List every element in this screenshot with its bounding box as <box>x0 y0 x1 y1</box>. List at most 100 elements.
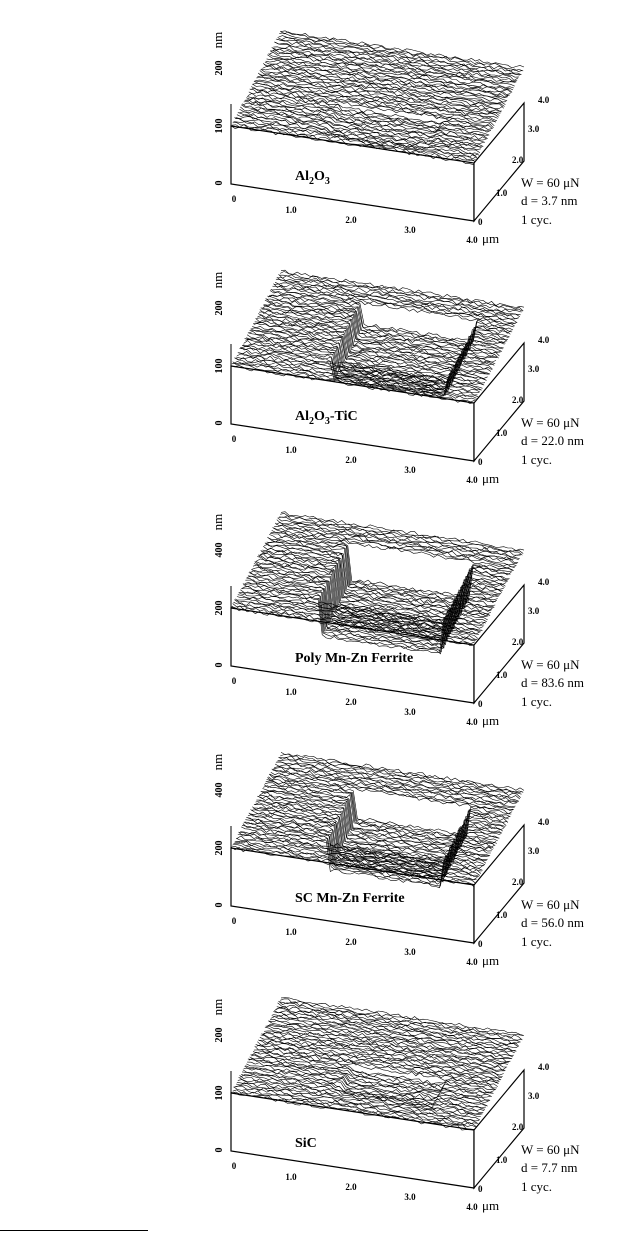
scanline <box>267 1025 511 1063</box>
scanline <box>264 1026 508 1065</box>
scanline <box>274 766 518 803</box>
x-tick-label: 2.0 <box>345 215 357 225</box>
scanline <box>280 753 524 793</box>
x-axis-unit: μm <box>482 1198 499 1213</box>
material-label-part: -TiC <box>330 409 358 424</box>
surface-scanlines <box>230 751 525 889</box>
x-tick-label: 2.0 <box>345 455 357 465</box>
scanline <box>258 311 503 365</box>
scanline <box>269 290 514 345</box>
scanline <box>232 603 476 641</box>
y-tick-label: 0 <box>478 217 483 227</box>
scanline <box>257 1039 502 1081</box>
x-tick-label: 1.0 <box>285 1172 297 1182</box>
scanline <box>257 554 502 621</box>
parameters: W = 60 μNd = 83.6 nm1 cyc. <box>521 657 584 709</box>
material-label: SC Mn-Zn Ferrite <box>295 891 405 906</box>
scanline <box>276 277 520 318</box>
scanline <box>251 569 495 635</box>
scanline <box>233 120 477 160</box>
scanline <box>264 302 508 356</box>
scanline <box>257 795 502 855</box>
scanline <box>232 844 476 884</box>
right-face <box>473 1068 525 1190</box>
scanline <box>272 769 516 808</box>
scanline <box>279 274 523 312</box>
z-tick-label: 400 <box>214 783 225 798</box>
x-tick-label: 4.0 <box>466 1202 478 1212</box>
y-tick-label: 4.0 <box>538 335 550 345</box>
scanline <box>271 1015 515 1054</box>
scanline <box>264 1030 508 1068</box>
scanline <box>259 1037 503 1077</box>
scanline <box>280 512 524 554</box>
scanline <box>270 772 514 811</box>
scanline <box>266 779 510 840</box>
scanline <box>268 537 512 604</box>
y-tick-label: 1.0 <box>496 188 508 198</box>
scanline <box>265 59 509 98</box>
y-tick-label: 1.0 <box>496 910 508 920</box>
scanline <box>247 575 492 642</box>
load-value: W = 60 μN <box>521 415 580 430</box>
scanline <box>278 274 522 313</box>
scanline <box>272 1013 516 1052</box>
scanline <box>255 561 499 629</box>
z-tick-label: 100 <box>214 1086 225 1101</box>
scanline <box>280 30 525 69</box>
z-tick-label: 200 <box>214 301 225 316</box>
scanline <box>252 564 497 633</box>
scanline <box>253 322 497 374</box>
scanline <box>250 1054 494 1094</box>
scanline <box>263 63 507 103</box>
scanline <box>280 269 525 308</box>
scanline <box>258 1039 503 1079</box>
scanline <box>231 1091 475 1130</box>
cycles-value: 1 cyc. <box>521 212 552 227</box>
scanline <box>232 122 476 162</box>
z-tick-label: 0 <box>214 903 225 908</box>
scanline <box>252 82 497 123</box>
scanline <box>266 541 510 607</box>
scanline <box>264 63 508 101</box>
x-tick-label: 0 <box>232 434 237 444</box>
right-face <box>473 341 525 463</box>
scanline <box>273 45 517 83</box>
y-axis: 01.02.03.04.0 <box>478 817 550 949</box>
scanline <box>237 594 481 633</box>
scanline <box>247 92 492 133</box>
x-tick-label: 0 <box>232 194 237 204</box>
scanline <box>230 125 475 166</box>
scanline <box>267 54 511 95</box>
scanline <box>247 814 491 875</box>
scanline <box>274 283 518 323</box>
x-tick-label: 4.0 <box>466 957 478 967</box>
scanline <box>247 1061 491 1101</box>
z-tick-label: 0 <box>214 181 225 186</box>
scanline <box>235 598 479 639</box>
right-face <box>473 101 525 223</box>
x-axis-unit: μm <box>482 713 499 728</box>
scanline <box>280 511 525 551</box>
y-axis: 01.02.03.04.0 <box>478 95 550 227</box>
scanline <box>272 285 516 325</box>
x-tick-label: 0 <box>232 1161 237 1171</box>
z-axis-label: nm <box>210 514 225 531</box>
scanline <box>237 834 482 874</box>
material-label-part: Al <box>295 409 309 424</box>
x-tick-label: 1.0 <box>285 205 297 215</box>
scanline <box>254 80 498 119</box>
scanline <box>253 804 497 862</box>
z-axis-label: nm <box>210 32 225 49</box>
scanline <box>257 795 501 857</box>
scanline <box>275 1007 520 1047</box>
depth-value: d = 3.7 nm <box>521 193 577 208</box>
surface-scanlines <box>230 269 525 404</box>
scanline <box>242 343 487 396</box>
